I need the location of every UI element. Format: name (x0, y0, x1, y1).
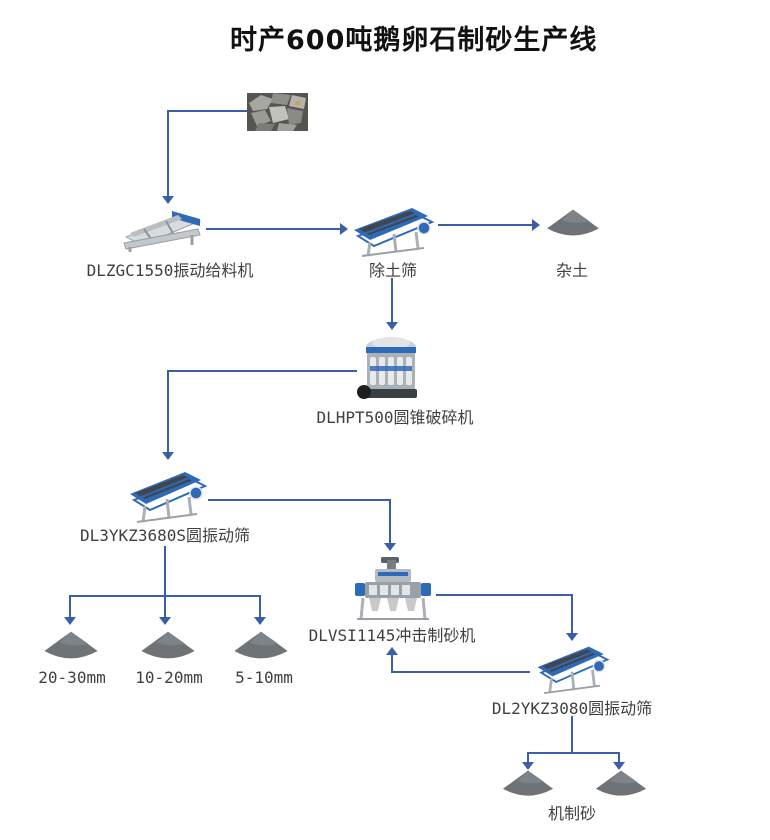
connector-screen-waste (438, 224, 532, 226)
connector-3yk-vsi-v (389, 499, 391, 543)
soil-screen-image (350, 202, 436, 258)
screen-3yk-image (127, 466, 207, 524)
feeder-label: DLZGC1550振动给料机 (86, 261, 254, 280)
waste-pile-image (545, 208, 601, 241)
connector-sand-1 (527, 752, 529, 762)
raw-material-photo (247, 93, 308, 131)
connector-screen-crusher (391, 278, 393, 322)
connector-crusher-3yk-v (167, 370, 169, 452)
connector-branch-2 (164, 595, 166, 617)
arrowhead-to-vsi (384, 543, 396, 551)
screen-3yk-label: DL3YKZ3680S圆振动筛 (80, 526, 250, 545)
sand-label: 机制砂 (547, 804, 597, 823)
pile-20-30-image (42, 630, 100, 664)
arrowhead-to-2yk (566, 633, 578, 641)
connector-2yk-split-h (527, 752, 620, 754)
connector-feeder-screen (206, 228, 340, 230)
screen-2yk-image (532, 641, 612, 695)
vsi-image (353, 555, 433, 623)
sand-pile-1-image (501, 769, 555, 801)
connector-3yk-vsi-h (208, 499, 391, 501)
screen-2yk-label: DL2YKZ3080圆振动筛 (491, 699, 653, 718)
feeder-image (120, 203, 205, 253)
connector-sand-2 (618, 752, 620, 762)
connector-3yk-split-v (164, 546, 166, 595)
connector-vsi-2yk-v (571, 594, 573, 633)
waste-label: 杂土 (555, 261, 589, 280)
arrowhead-to-crusher (386, 322, 398, 330)
connector-branch-1 (69, 595, 71, 617)
arrowhead-to-feeder (162, 196, 174, 204)
pile-10-20-image (139, 630, 197, 664)
arrowhead-to-soil-screen (340, 223, 348, 235)
arrowhead-to-5-10 (254, 617, 266, 625)
soil-screen-label: 除土筛 (368, 261, 418, 280)
product-label-5-10: 5-10mm (235, 668, 293, 687)
connector-branch-3 (259, 595, 261, 617)
arrowhead-to-10-20 (159, 617, 171, 625)
arrowhead-to-waste (532, 219, 540, 231)
pile-5-10-image (232, 630, 290, 664)
cone-crusher-label: DLHPT500圆锥破碎机 (316, 408, 474, 427)
product-label-10-20: 10-20mm (135, 668, 203, 687)
arrowhead-recirc-to-vsi (386, 647, 398, 655)
connector-crusher-3yk-h (167, 370, 357, 372)
connector-rocks-feeder-v (167, 110, 169, 196)
arrowhead-to-3yk (162, 452, 174, 460)
sand-pile-2-image (593, 769, 649, 801)
product-label-20-30: 20-30mm (38, 668, 106, 687)
page-title: 时产600吨鹅卵石制砂生产线 (230, 25, 598, 56)
arrowhead-to-sand-2 (613, 762, 625, 770)
arrowhead-to-20-30 (64, 617, 76, 625)
connector-recirc-v (391, 655, 393, 673)
connector-vsi-2yk-h (436, 594, 573, 596)
connector-recirc-h (391, 671, 530, 673)
vsi-label: DLVSI1145冲击制砂机 (308, 626, 476, 645)
connector-2yk-split-v (571, 716, 573, 752)
arrowhead-to-sand-1 (522, 762, 534, 770)
cone-crusher-image (357, 334, 421, 404)
connector-rocks-feeder-h (167, 110, 247, 112)
